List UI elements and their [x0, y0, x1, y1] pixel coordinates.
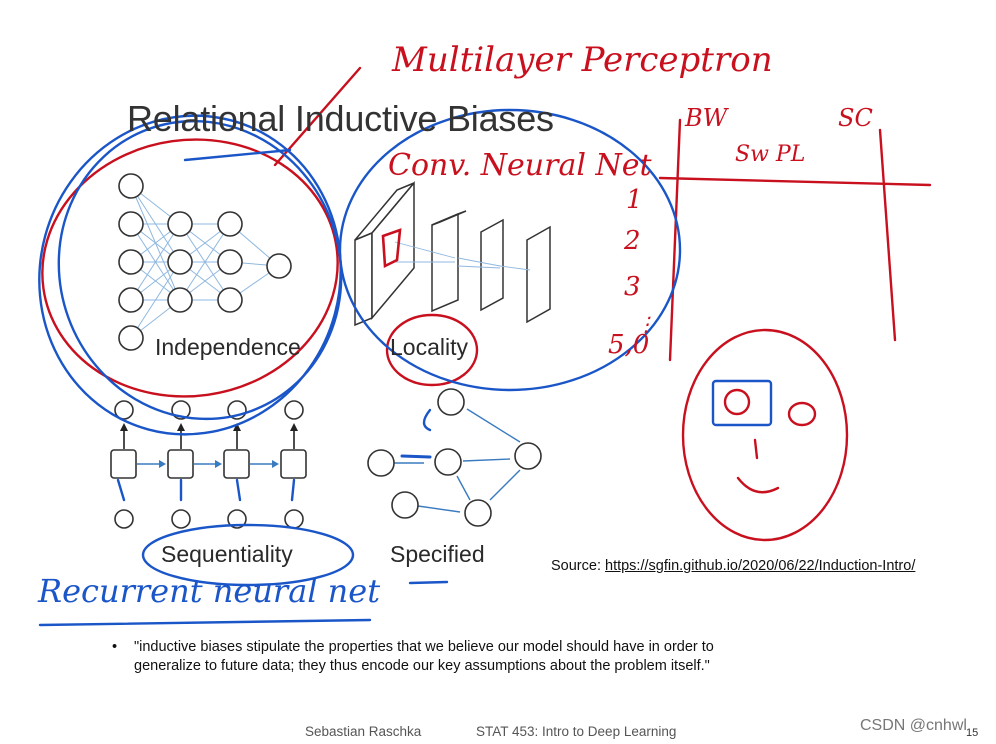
- source-prefix: Source:: [551, 558, 605, 574]
- annotation-row2: Sw PL: [735, 142, 806, 167]
- mlp-diagram: [130, 185, 280, 339]
- annotation-rnn: Recurrent neural net: [38, 572, 381, 610]
- rnn-up-arrows: [120, 423, 298, 449]
- annotation-list-2: 2: [624, 226, 641, 256]
- annotation-mlp: Multilayer Perceptron: [392, 40, 773, 80]
- annotation-sc: SC: [838, 104, 873, 132]
- source-citation: Source: https://sgfin.github.io/2020/06/…: [551, 558, 915, 574]
- annotation-cnn: Conv. Neural Net: [388, 148, 652, 183]
- annotation-bw: BW: [685, 104, 728, 132]
- annotation-list-dots: ⋮: [636, 312, 656, 336]
- annotation-list-5: 5,0: [608, 330, 650, 360]
- mlp-nodes: [118, 173, 292, 351]
- graph-nodes: [367, 388, 542, 527]
- footer-author: Sebastian Raschka: [305, 724, 422, 739]
- bullet-marker: •: [112, 639, 118, 655]
- blue-ink: [38, 108, 773, 627]
- quote-bullet: • "inductive biases stipulate the proper…: [112, 638, 732, 676]
- source-link[interactable]: https://sgfin.github.io/2020/06/22/Induc…: [605, 558, 916, 574]
- watermark: CSDN @cnhwl: [860, 717, 967, 734]
- annotation-list-3: 3: [624, 272, 641, 302]
- page-number: 15: [966, 727, 979, 739]
- label-independence: Independence: [155, 334, 301, 360]
- red-ink: [41, 66, 932, 542]
- slide-title: Relational Inductive Biases: [127, 98, 554, 139]
- annotation-list-1: 1: [626, 185, 643, 215]
- graph-diagram: [394, 408, 521, 513]
- label-specified: Specified: [390, 541, 485, 567]
- cnn-diagram: [354, 180, 551, 327]
- label-sequentiality: Sequentiality: [161, 541, 293, 567]
- rnn-arrows: [137, 460, 279, 468]
- label-locality: Locality: [390, 334, 468, 360]
- footer-course: STAT 453: Intro to Deep Learning: [476, 724, 677, 739]
- quote-text: "inductive biases stipulate the properti…: [134, 639, 714, 674]
